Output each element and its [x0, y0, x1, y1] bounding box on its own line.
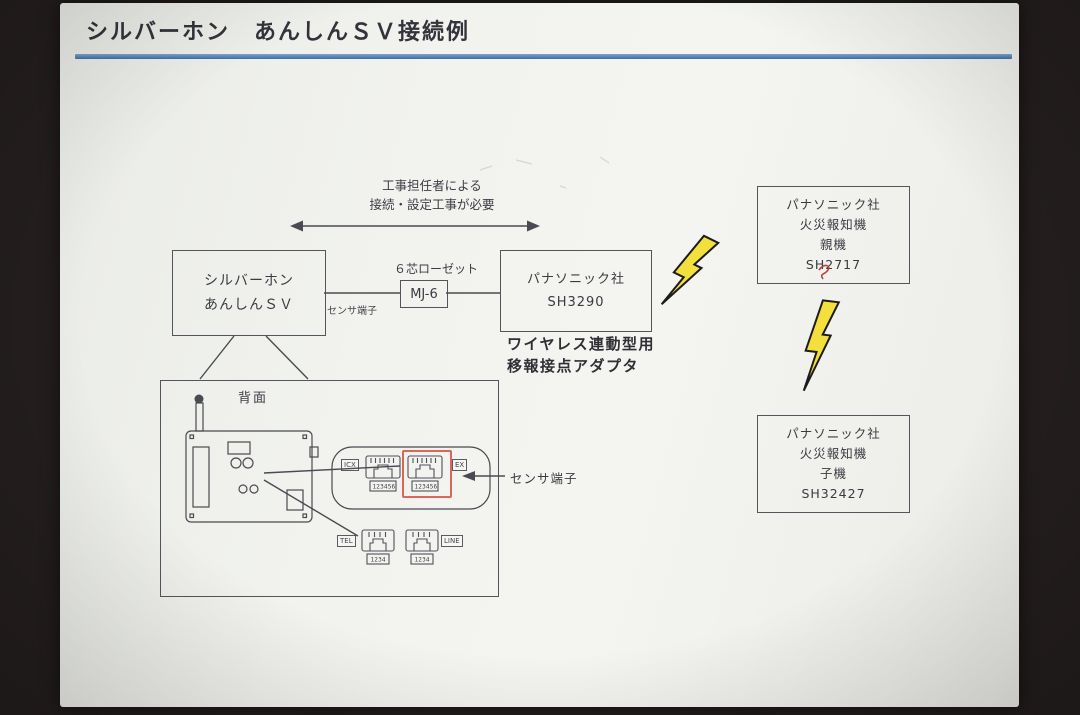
- parent-line2: 火災報知機: [799, 217, 868, 232]
- child-line2: 火災報知機: [799, 446, 868, 461]
- silverphone-line2: あんしんＳＶ: [204, 297, 294, 313]
- construction-note-line1: 工事担任者による: [382, 178, 482, 193]
- sh3290-line1: パナソニック社: [526, 272, 625, 287]
- construction-note: 工事担任者による 接続・設定工事が必要: [348, 176, 516, 214]
- parent-line4: SH2717: [805, 257, 862, 272]
- fire-alarm-parent-box: パナソニック社 火災報知機 親機 SH2717: [757, 186, 910, 284]
- jack-tag-tel: TEL: [337, 535, 356, 547]
- sh3290-line2: SH3290: [547, 295, 605, 310]
- sensor-terminal-callout-label: センサ端子: [510, 471, 578, 486]
- title-underline-rule: [75, 54, 1012, 59]
- adapter-caption-line1: ワイヤレス連動型用: [507, 335, 656, 353]
- sensor-port-label: センサ端子: [327, 306, 377, 317]
- parent-line1: パナソニック社: [786, 197, 881, 212]
- jack-tag-icx: ICX: [341, 459, 359, 471]
- child-line4: SH32427: [801, 486, 866, 501]
- construction-note-line2: 接続・設定工事が必要: [369, 197, 495, 212]
- back-view-detail-box: [160, 380, 499, 597]
- jack-tag-ex: EX: [452, 459, 468, 471]
- silverphone-line1: シルバーホン: [204, 273, 294, 289]
- parent-line3: 親機: [819, 237, 847, 252]
- sensor-jack-highlight: [402, 450, 452, 498]
- rosette-caption: ６芯ローゼット: [393, 262, 478, 276]
- page-title: シルバーホン あんしんＳＶ接続例: [86, 20, 471, 45]
- back-view-label: 背面: [238, 391, 269, 406]
- mj6-rosette-box: MJ-6: [400, 280, 448, 308]
- jack-tag-line: LINE: [441, 535, 463, 547]
- child-line3: 子機: [819, 466, 847, 481]
- sh3290-adapter-box: パナソニック社 SH3290: [500, 250, 652, 332]
- child-line1: パナソニック社: [786, 426, 881, 441]
- adapter-caption-line2: 移報接点アダプタ: [507, 357, 640, 375]
- adapter-caption: ワイヤレス連動型用 移報接点アダプタ: [507, 333, 655, 377]
- silverphone-box: シルバーホン あんしんＳＶ: [172, 250, 326, 336]
- fire-alarm-child-box: パナソニック社 火災報知機 子機 SH32427: [757, 415, 910, 513]
